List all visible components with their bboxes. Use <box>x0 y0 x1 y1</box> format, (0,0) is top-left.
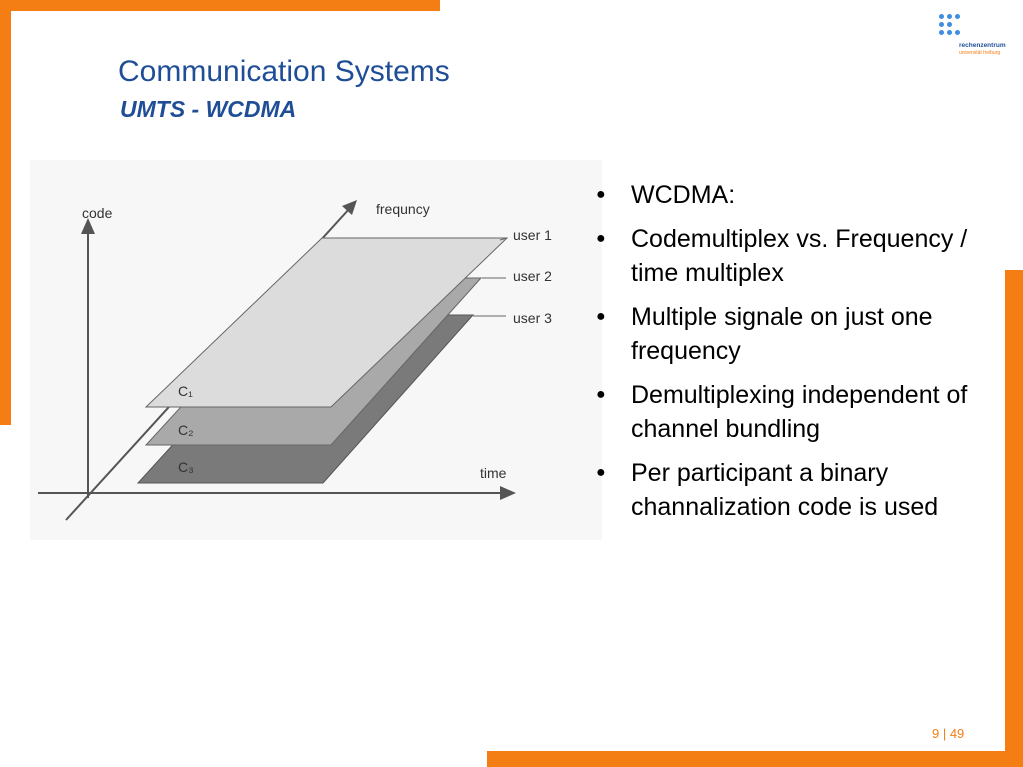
logo-dot <box>939 30 944 35</box>
code-axis-arrow <box>81 218 95 234</box>
code-label-2: C₂ <box>178 422 194 438</box>
accent-bar-right <box>1005 270 1023 767</box>
code-label-3: C₃ <box>178 459 194 475</box>
slide-subtitle: UMTS - WCDMA <box>120 96 297 122</box>
bullet-text: Demultiplexing independent of channel bu… <box>631 381 968 443</box>
accent-bar-bottom <box>487 751 1023 767</box>
bullet-item: ● Multiple signale on just one frequency <box>592 300 992 368</box>
logo-dot <box>939 22 944 27</box>
accent-bar-top <box>0 0 440 11</box>
frequency-axis-arrow <box>342 200 357 215</box>
axis-label-code: code <box>82 205 113 221</box>
bullet-text: Per participant a binary channalization … <box>631 459 939 521</box>
logo-name: rechenzentrum <box>959 42 1006 49</box>
logo-dot <box>955 14 960 19</box>
logo-dot <box>955 30 960 35</box>
logo-dot <box>939 14 944 19</box>
bullet-item: ● Codemultiplex vs. Frequency / time mult… <box>592 222 992 290</box>
slide-title: Communication Systems <box>118 55 450 88</box>
code-label-1: C₁ <box>178 383 193 399</box>
university-logo: rechenzentrum universität freiburg <box>939 14 1009 62</box>
axis-label-time: time <box>480 465 507 481</box>
bullet-dot-icon: ● <box>596 230 606 247</box>
user-label-3: user 3 <box>513 310 552 326</box>
bullet-text: WCDMA: <box>631 181 736 209</box>
logo-subtitle: universität freiburg <box>959 50 1001 56</box>
wcdma-diagram-svg: code frequncy time user 1 user 2 user 3 … <box>38 200 552 521</box>
user-label-1: user 1 <box>513 227 552 243</box>
bullet-item: ● Demultiplexing independent of channel b… <box>592 378 992 446</box>
bullet-dot-icon: ● <box>596 186 606 203</box>
user-1-leader <box>499 237 508 241</box>
bullet-item: ● Per participant a binary channalization… <box>592 456 992 524</box>
bullet-list: ● WCDMA: ● Codemultiplex vs. Frequency / t… <box>592 178 992 534</box>
bullet-dot-icon: ● <box>596 464 606 481</box>
user-label-2: user 2 <box>513 268 552 284</box>
wcdma-diagram: code frequncy time user 1 user 2 user 3 … <box>30 160 602 540</box>
bullet-dot-icon: ● <box>596 308 606 325</box>
bullet-text: Codemultiplex vs. Frequency / time multi… <box>631 225 968 287</box>
time-axis-arrow <box>500 486 516 500</box>
accent-bar-left <box>0 0 11 425</box>
axis-label-frequency: frequncy <box>376 201 430 217</box>
bullet-dot-icon: ● <box>596 386 606 403</box>
bullet-item: ● WCDMA: <box>592 178 992 212</box>
logo-dot <box>947 30 952 35</box>
logo-dot <box>947 22 952 27</box>
logo-dot <box>947 14 952 19</box>
page-number: 9 | 49 <box>932 726 965 741</box>
bullet-text: Multiple signale on just one frequency <box>631 303 933 365</box>
